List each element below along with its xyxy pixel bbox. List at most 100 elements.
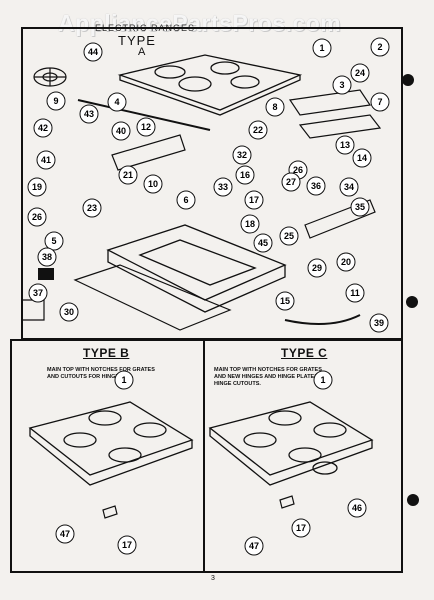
type-b-note: MAIN TOP WITH NOTCHES FOR GRATES AND CUT… (47, 367, 155, 380)
main-top-c (208, 401, 374, 486)
type-a-label: TYPE (118, 33, 156, 48)
callout-number: 17 (296, 523, 306, 533)
type-a-callout-2: 2 (370, 37, 390, 57)
callout-number: 19 (32, 182, 42, 192)
type-a-callout-14: 14 (352, 148, 372, 168)
callout-number: 40 (116, 126, 126, 136)
callout-number: 17 (122, 540, 132, 550)
type-a-callout-18: 18 (240, 214, 260, 234)
callout-number: 11 (350, 288, 360, 298)
callout-number: 4 (114, 97, 119, 107)
type-a-callout-9: 9 (46, 91, 66, 111)
watermark: AppliancePartsPros.com (58, 10, 342, 36)
binder-hole-middle (406, 296, 418, 308)
type-a-callout-30: 30 (59, 302, 79, 322)
callout-number: 45 (258, 238, 268, 248)
type-a-callout-33: 33 (213, 177, 233, 197)
type-b-callout-1: 1 (114, 370, 134, 390)
callout-number: 26 (32, 212, 42, 222)
callout-number: 39 (374, 318, 384, 328)
drip-pan (106, 224, 287, 313)
callout-number: 2 (377, 42, 382, 52)
callout-number: 6 (183, 195, 188, 205)
callout-number: 5 (51, 236, 56, 246)
type-a-callout-22: 22 (248, 120, 268, 140)
callout-number: 13 (340, 140, 350, 150)
callout-number: 18 (245, 219, 255, 229)
type-c-callout-17: 17 (291, 518, 311, 538)
type-a-callout-3: 3 (332, 75, 352, 95)
type-a-callout-27: 27 (281, 172, 301, 192)
type-a-callout-23: 23 (82, 198, 102, 218)
callout-number: 47 (60, 529, 70, 539)
callout-number: 44 (88, 47, 98, 57)
type-a-callout-29: 29 (307, 258, 327, 278)
type-a-callout-24: 24 (350, 63, 370, 83)
callout-number: 14 (357, 153, 367, 163)
callout-number: 26 (293, 165, 303, 175)
callout-number: 15 (280, 296, 290, 306)
type-c-note: MAIN TOP WITH NOTCHES FOR GRATES AND NEW… (214, 367, 330, 387)
callout-number: 20 (341, 257, 351, 267)
type-a-callout-17: 17 (244, 190, 264, 210)
callout-number: 21 (123, 170, 133, 180)
type-a-callout-39: 39 (369, 313, 389, 333)
type-a-callout-11: 11 (345, 283, 365, 303)
callout-number: 46 (352, 503, 362, 513)
callout-number: 8 (272, 102, 277, 112)
type-a-callout-35: 35 (350, 197, 370, 217)
type-a-callout-36: 36 (306, 176, 326, 196)
type-c-callout-46: 46 (347, 498, 367, 518)
callout-number: 27 (286, 177, 296, 187)
type-a-callout-45: 45 (253, 233, 273, 253)
liner (73, 264, 232, 331)
callout-number: 10 (148, 179, 158, 189)
callout-number: 29 (312, 263, 322, 273)
type-a-callout-6: 6 (176, 190, 196, 210)
callout-number: 37 (33, 288, 43, 298)
callout-number: 41 (41, 155, 51, 165)
callout-number: 30 (64, 307, 74, 317)
callout-number: 25 (284, 231, 294, 241)
callout-number: 42 (38, 123, 48, 133)
callout-number: 35 (355, 202, 365, 212)
type-a-callout-40: 40 (111, 121, 131, 141)
type-a-callout-15: 15 (275, 291, 295, 311)
type-a-callout-7: 7 (370, 92, 390, 112)
type-a-callout-20: 20 (336, 252, 356, 272)
type-a-callout-8: 8 (265, 97, 285, 117)
type-a-callout-25: 25 (279, 226, 299, 246)
callout-number: 7 (377, 97, 382, 107)
type-c-callout-47: 47 (244, 536, 264, 556)
type-a-callout-42: 42 (33, 118, 53, 138)
type-a-callout-41: 41 (36, 150, 56, 170)
type-a-callout-32: 32 (232, 145, 252, 165)
callout-number: 1 (319, 43, 324, 53)
type-a-callout-19: 19 (27, 177, 47, 197)
type-a-callout-38: 38 (37, 247, 57, 267)
callout-number: 38 (42, 252, 52, 262)
callout-number: 17 (249, 195, 259, 205)
switch (38, 268, 54, 280)
rear-panel (304, 199, 376, 239)
type-a-callout-34: 34 (339, 177, 359, 197)
type-b-label: TYPE B (83, 346, 130, 360)
type-a-letter: A (138, 46, 146, 58)
type-a-callout-21: 21 (118, 165, 138, 185)
type-a-callout-5: 5 (44, 231, 64, 251)
terminal-block (21, 299, 45, 321)
main-top-a (117, 54, 303, 116)
callout-number: 3 (339, 80, 344, 90)
type-a-callout-26: 26 (27, 207, 47, 227)
callout-number: 23 (87, 203, 97, 213)
callout-number: 1 (320, 375, 325, 385)
type-a-callout-12: 12 (136, 117, 156, 137)
type-a-callout-13: 13 (335, 135, 355, 155)
type-b-callout-17: 17 (117, 535, 137, 555)
trim-strip (77, 99, 211, 131)
control-panel (288, 89, 382, 139)
callout-number: 22 (253, 125, 263, 135)
callout-number: 12 (141, 122, 151, 132)
